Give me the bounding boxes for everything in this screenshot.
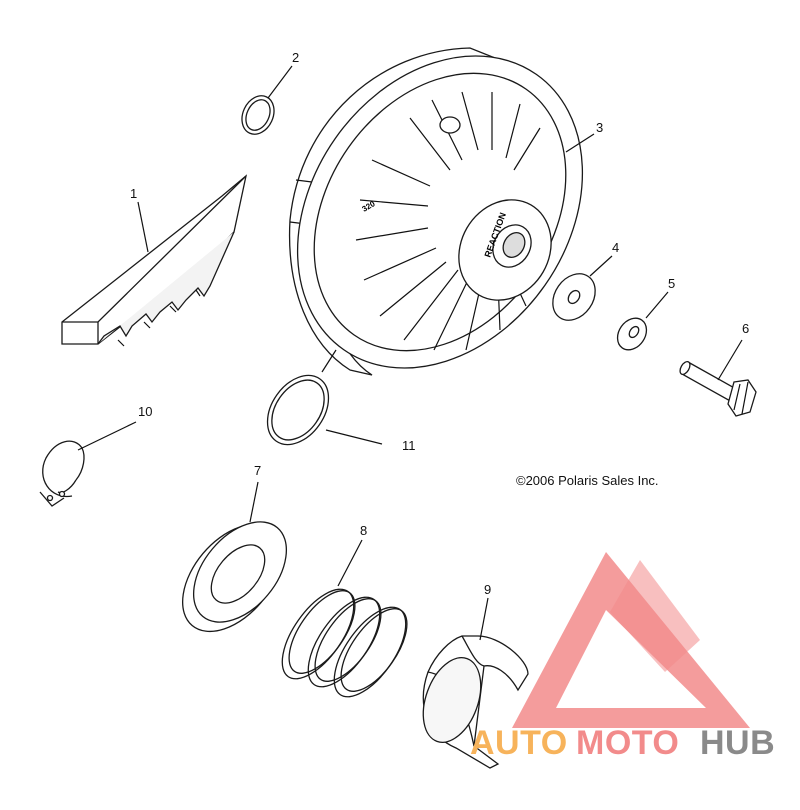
callout-2: 2 — [292, 50, 299, 65]
callout-1: 1 — [130, 186, 137, 201]
callouts: 1 2 3 4 5 6 7 8 9 10 11 — [77, 50, 749, 641]
watermark-inner-shape — [610, 560, 700, 672]
leader-3 — [565, 133, 595, 153]
leader-8 — [337, 539, 363, 587]
callout-10: 10 — [138, 404, 152, 419]
retaining-ring — [39, 440, 85, 507]
flat-washer — [552, 273, 596, 321]
watermark-word-auto: AUTO — [470, 724, 568, 762]
watermark-word-moto: MOTO — [576, 724, 679, 762]
clutch-fins — [355, 91, 541, 351]
bolt — [679, 360, 757, 417]
thrust-washer — [266, 374, 330, 446]
driven-clutch: REACTION 320 — [288, 47, 584, 376]
drive-belt — [61, 174, 248, 347]
callout-5: 5 — [668, 276, 675, 291]
leader-1 — [137, 201, 149, 253]
callout-3: 3 — [596, 120, 603, 135]
leader-7 — [249, 481, 259, 523]
spacer-ring — [241, 95, 275, 135]
leader-6 — [717, 339, 743, 381]
callout-8: 8 — [360, 523, 367, 538]
spring-cup — [181, 521, 288, 633]
lock-washer — [616, 317, 648, 351]
leader-9 — [479, 597, 489, 641]
callout-9: 9 — [484, 582, 491, 597]
callout-4: 4 — [612, 240, 619, 255]
leader-5 — [645, 291, 669, 319]
leader-10 — [77, 421, 137, 451]
callout-6: 6 — [742, 321, 749, 336]
watermark-logo — [512, 552, 750, 728]
leader-3b — [321, 349, 337, 373]
watermark-triangle — [512, 552, 750, 728]
watermark-wordmark: AUTO MOTO HUB — [470, 724, 775, 762]
copyright-text: ©2006 Polaris Sales Inc. — [516, 473, 659, 488]
spring — [281, 588, 408, 698]
cam-helix — [422, 635, 529, 769]
callout-11: 11 — [402, 438, 416, 453]
leader-11 — [325, 429, 383, 445]
leader-4 — [589, 255, 613, 277]
watermark-word-hub: HUB — [700, 724, 775, 762]
leader-2 — [267, 65, 293, 99]
callout-7: 7 — [254, 463, 261, 478]
